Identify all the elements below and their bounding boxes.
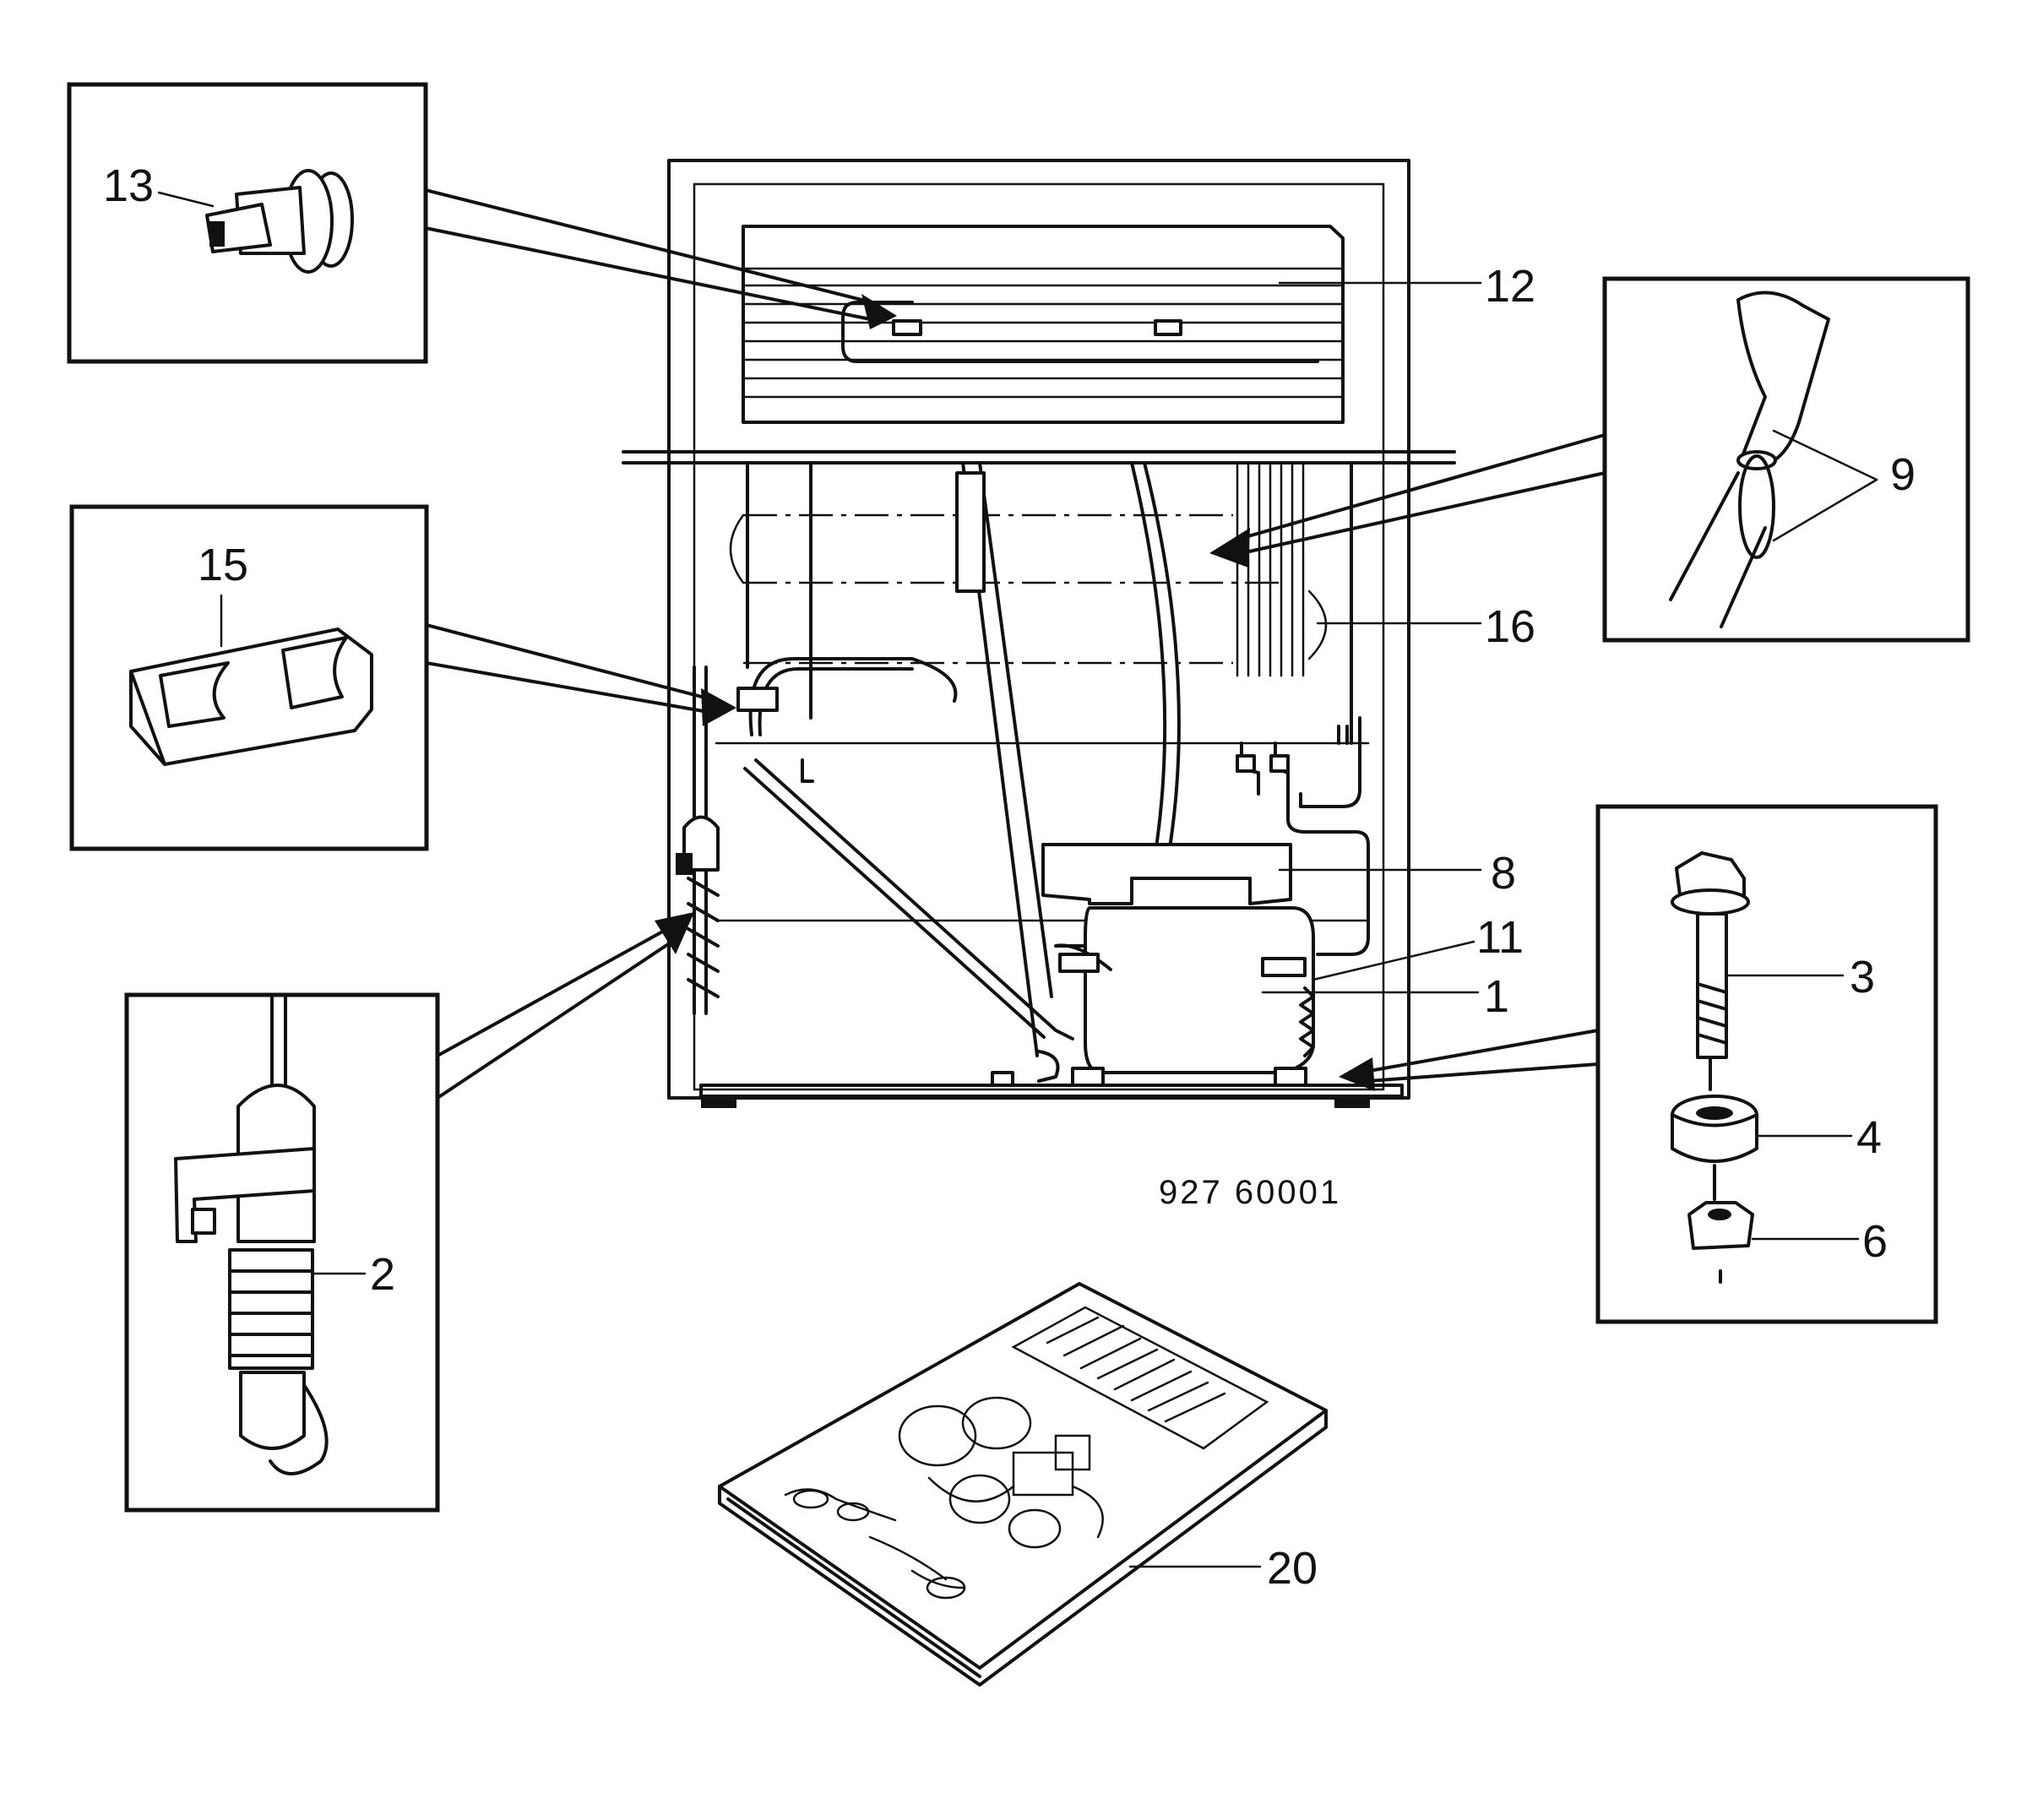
callout-1: 1 <box>1484 971 1509 1022</box>
callout-leaders <box>1261 281 1482 994</box>
refrigerant-pipes <box>676 461 1370 1057</box>
instruction-manual-part-20: 20 <box>718 1282 1328 1687</box>
lamp-socket-part-13 <box>205 169 354 274</box>
detail-box-9: 9 <box>1209 276 1970 643</box>
callout-15: 15 <box>198 540 248 590</box>
callout-6: 6 <box>1862 1216 1888 1267</box>
callout-2: 2 <box>370 1249 395 1300</box>
callout-20: 20 <box>1267 1543 1318 1594</box>
manual-text-block <box>1011 1306 1269 1450</box>
callout-8: 8 <box>1491 848 1516 899</box>
grommet-part-4 <box>1671 1095 1758 1163</box>
manual-illustration <box>784 1396 1104 1600</box>
drawing-number: 927 60001 <box>1159 1174 1341 1211</box>
callout-4: 4 <box>1856 1112 1882 1163</box>
callout-16: 16 <box>1485 601 1535 652</box>
callout-13: 13 <box>103 160 154 211</box>
bolt-part-3 <box>1671 851 1750 1059</box>
callout-3: 3 <box>1850 952 1875 1002</box>
detail-box-2: 2 <box>124 912 694 1513</box>
detail-box-13: 13 <box>67 82 897 364</box>
pipe-fitting-part-9 <box>1669 291 1830 628</box>
condenser-grid <box>1236 461 1353 745</box>
callout-12: 12 <box>1485 261 1535 312</box>
detail-box-3-4-6: 3 4 6 <box>1339 804 1938 1324</box>
thermostat-sensor-part-2 <box>174 993 329 1475</box>
evaporator-panel <box>742 225 1345 424</box>
detail-box-15: 15 <box>69 504 736 851</box>
nut-part-6 <box>1687 1201 1754 1250</box>
compressor-assembly <box>991 843 1315 1087</box>
pipe-clip-part-15 <box>129 627 373 766</box>
callout-9: 9 <box>1890 449 1916 500</box>
callout-11: 11 <box>1476 912 1524 963</box>
